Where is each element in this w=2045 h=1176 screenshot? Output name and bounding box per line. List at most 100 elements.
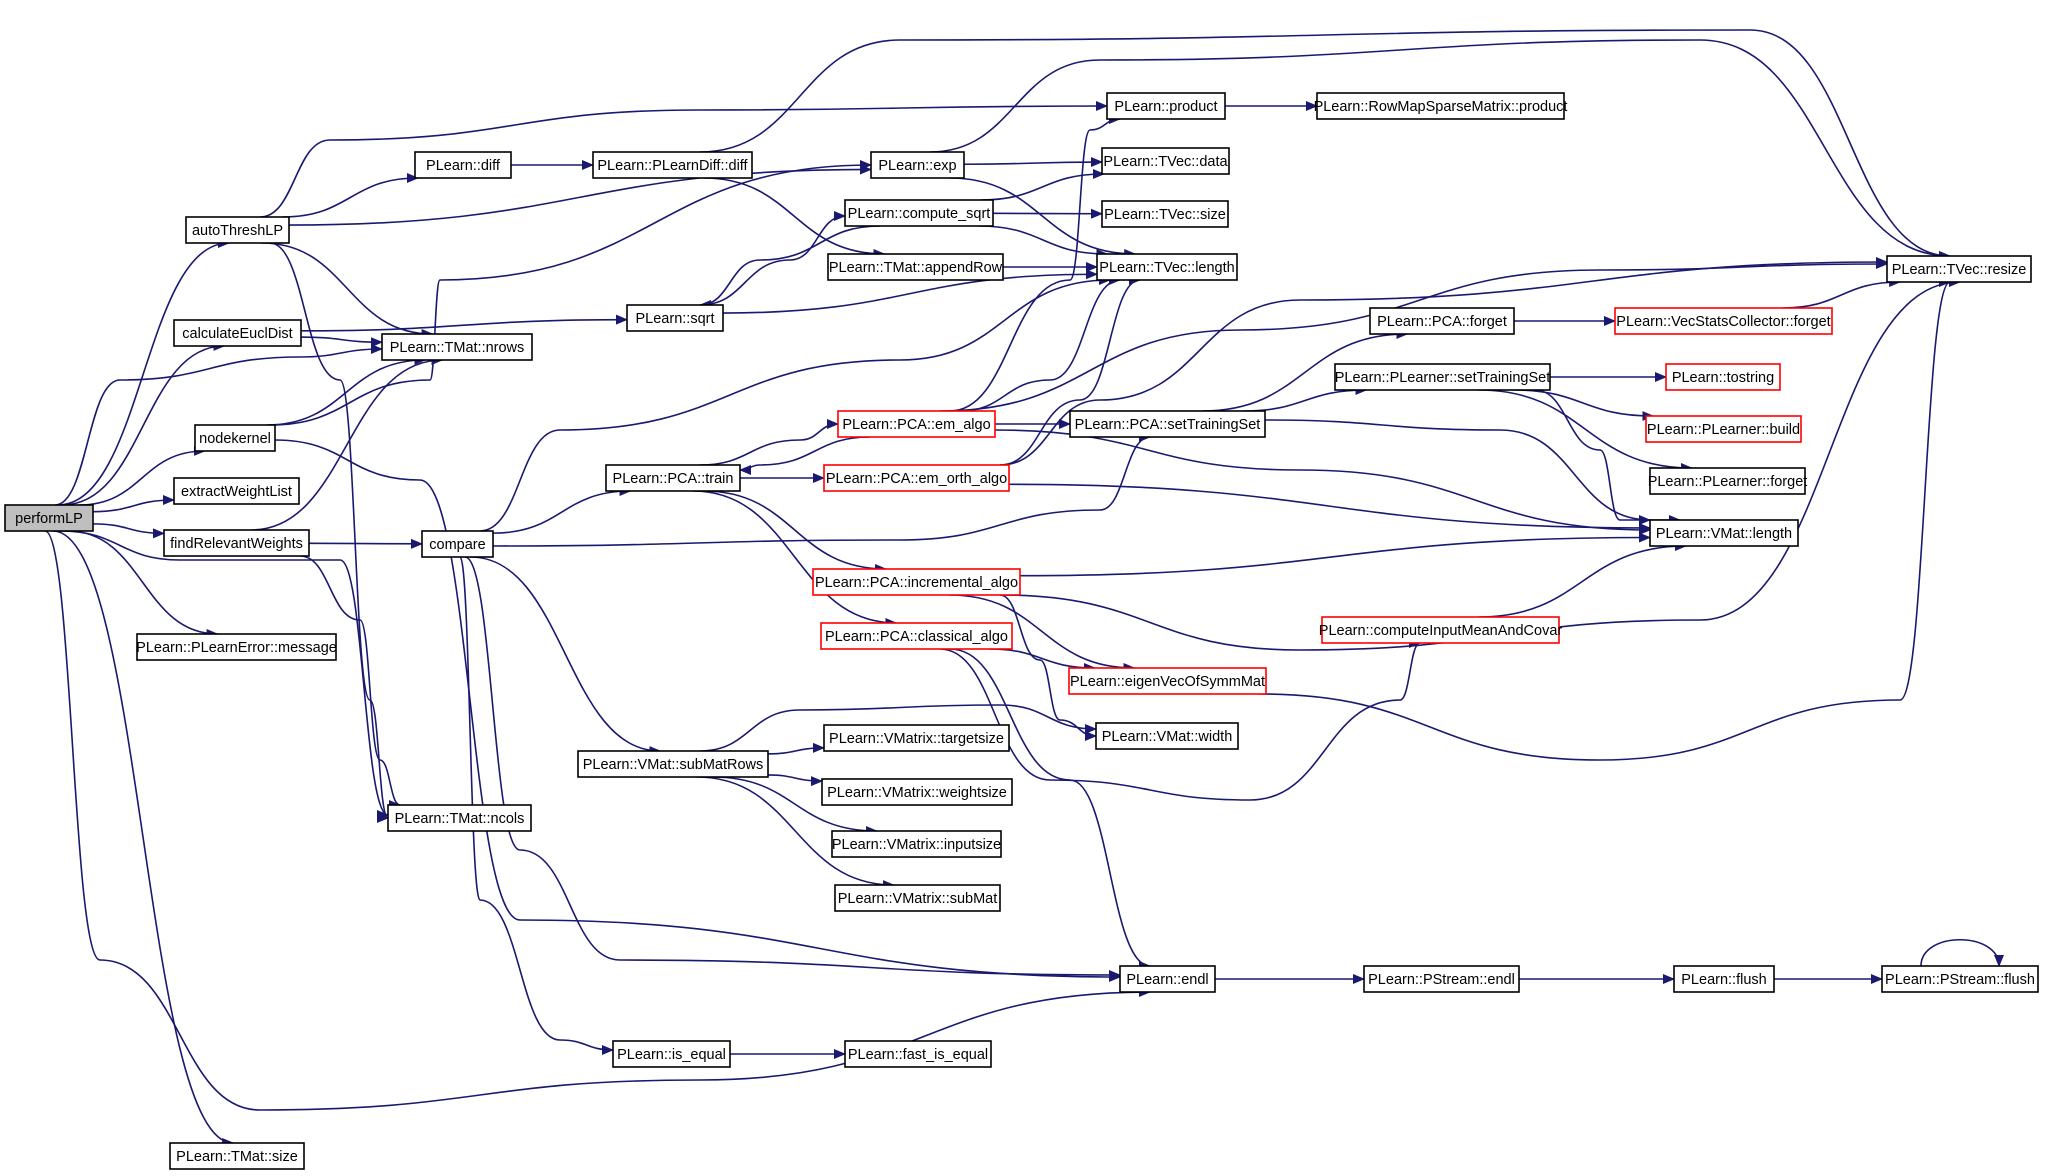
node-pstream_endl[interactable]: PLearn::PStream::endl <box>1363 965 1520 993</box>
node-label: PLearn::PStream::endl <box>1368 972 1515 988</box>
node-setTrainingSet_pl[interactable]: PLearn::PLearner::setTrainingSet <box>1334 363 1551 391</box>
edge-compare-to-subMatRows <box>470 556 662 756</box>
edge-line <box>703 177 886 259</box>
edge-compare-to-train <box>492 486 632 534</box>
node-exp[interactable]: PLearn::exp <box>870 151 965 179</box>
edge-em_algo-to-tvec_resize <box>939 259 1888 412</box>
node-tmat_size[interactable]: PLearn::TMat::size <box>169 1142 305 1170</box>
edge-compute_sqrt-to-tvec_data <box>980 169 1105 201</box>
node-nodekernel[interactable]: nodekernel <box>194 424 276 452</box>
node-tvec_data[interactable]: PLearn::TVec::data <box>1101 147 1230 175</box>
edge-autoThreshLP-to-ncols <box>269 242 389 823</box>
node-train[interactable]: PLearn::PCA::train <box>605 464 741 492</box>
node-setTrainingSet_pca[interactable]: PLearn::PCA::setTrainingSet <box>1069 410 1266 438</box>
node-box <box>1101 147 1230 175</box>
node-tvec_length[interactable]: PLearn::TVec::length <box>1096 253 1238 281</box>
node-weightsize[interactable]: PLearn::VMatrix::weightsize <box>821 778 1013 806</box>
edge-nodekernel-to-nrows <box>266 355 427 426</box>
node-product[interactable]: PLearn::product <box>1106 92 1226 120</box>
node-endl[interactable]: PLearn::endl <box>1119 965 1216 993</box>
node-build[interactable]: PLearn::PLearner::build <box>1645 415 1802 443</box>
node-box <box>821 778 1013 806</box>
edge-exp-to-tvec_resize <box>929 39 1951 261</box>
node-box <box>169 1142 305 1170</box>
node-nrows[interactable]: PLearn::TMat::nrows <box>381 333 533 361</box>
edge-line <box>459 556 614 1055</box>
edge-em_orth_algo-to-vmat_length <box>1008 483 1651 533</box>
node-sqrt[interactable]: PLearn::sqrt <box>626 304 724 332</box>
node-is_equal[interactable]: PLearn::is_equal <box>612 1040 731 1068</box>
node-label: PLearn::sqrt <box>636 311 715 327</box>
node-classical_algo[interactable]: PLearn::PCA::classical_algo <box>820 622 1013 650</box>
node-tvec_size[interactable]: PLearn::TVec::size <box>1101 200 1229 228</box>
node-tostring[interactable]: PLearn::tostring <box>1665 363 1781 391</box>
edge-line <box>79 446 206 506</box>
node-box <box>820 622 1013 650</box>
node-message[interactable]: PLearn::PLearnError::message <box>136 633 337 661</box>
node-label: PLearn::eigenVecOfSymmMat <box>1070 674 1265 690</box>
node-tvec_resize[interactable]: PLearn::TVec::resize <box>1886 255 2032 283</box>
node-computeInputMeanAndCovar[interactable]: PLearn::computeInputMeanAndCovar <box>1319 616 1563 644</box>
edge-line <box>269 242 389 823</box>
edge-line <box>699 29 1951 261</box>
edge-computeInputMeanAndCovar-to-vmat_length <box>1478 541 1688 618</box>
edge-classical_algo-to-eigenVec <box>989 648 1096 673</box>
node-subMat[interactable]: PLearn::VMatrix::subMat <box>834 884 1001 912</box>
edge-line <box>492 486 632 534</box>
edge-incremental_algo-to-vmat_width <box>999 594 1097 741</box>
edge-line <box>1259 277 1951 761</box>
node-box <box>136 633 337 661</box>
node-extractWeightList[interactable]: extractWeightList <box>173 477 300 505</box>
edge-incremental_algo-to-eigenVec <box>949 594 1136 673</box>
node-label: PLearn::VMat::subMatRows <box>583 757 764 773</box>
node-appendRow[interactable]: PLearn::TMat::appendRow <box>827 253 1004 281</box>
node-vmat_length[interactable]: PLearn::VMat::length <box>1649 519 1799 547</box>
node-findRelevantWeights[interactable]: findRelevantWeights <box>163 529 310 557</box>
node-fast_is_equal[interactable]: PLearn::fast_is_equal <box>844 1040 992 1068</box>
node-pldiff[interactable]: PLearn::PLearnDiff::diff <box>592 151 753 179</box>
edge-line <box>288 164 872 226</box>
edges-layer <box>44 29 2004 1148</box>
node-calculateEuclDist[interactable]: calculateEuclDist <box>173 319 302 347</box>
node-rmsm_product[interactable]: PLearn::RowMapSparseMatrix::product <box>1314 92 1568 120</box>
edge-line <box>949 648 1151 971</box>
edge-performLP-to-nodekernel <box>79 446 206 506</box>
node-eigenVec[interactable]: PLearn::eigenVecOfSymmMat <box>1068 667 1267 695</box>
node-vsc_forget[interactable]: PLearn::VecStatsCollector::forget <box>1614 307 1833 335</box>
node-box <box>1886 255 2032 283</box>
edge-line <box>1478 541 1688 618</box>
node-em_orth_algo[interactable]: PLearn::PCA::em_orth_algo <box>823 464 1010 492</box>
edge-line <box>308 538 423 549</box>
node-label: PLearn::PLearner::forget <box>1648 474 1808 490</box>
node-pca_forget[interactable]: PLearn::PCA::forget <box>1369 307 1515 335</box>
node-incremental_algo[interactable]: PLearn::PCA::incremental_algo <box>812 568 1021 596</box>
edge-setTrainingSet_pl-to-vmat_length <box>1534 389 1681 525</box>
node-vmat_width[interactable]: PLearn::VMat::width <box>1095 722 1239 750</box>
node-box <box>1096 253 1238 281</box>
node-performLP[interactable]: performLP <box>4 504 94 532</box>
node-subMatRows[interactable]: PLearn::VMat::subMatRows <box>577 750 769 778</box>
node-flush[interactable]: PLearn::flush <box>1673 965 1775 993</box>
node-compute_sqrt[interactable]: PLearn::compute_sqrt <box>844 199 994 227</box>
edge-compute_sqrt-to-sqrt <box>699 225 881 310</box>
node-label: PLearn::PCA::train <box>613 471 734 487</box>
edge-em_algo-to-train <box>739 436 871 475</box>
node-label: PLearn::TVec::data <box>1103 154 1228 170</box>
node-pstream_flush[interactable]: PLearn::PStream::flush <box>1881 965 2039 993</box>
edge-line <box>57 238 230 506</box>
node-ncols[interactable]: PLearn::TMat::ncols <box>387 804 532 832</box>
edge-line <box>699 704 1097 752</box>
edge-line <box>999 257 1888 466</box>
node-targetsize[interactable]: PLearn::VMatrix::targetsize <box>823 724 1010 752</box>
node-box <box>592 151 753 179</box>
node-inputsize[interactable]: PLearn::VMatrix::inputsize <box>831 830 1002 858</box>
node-diff[interactable]: PLearn::diff <box>414 151 512 179</box>
node-pl_forget[interactable]: PLearn::PLearner::forget <box>1648 467 1808 495</box>
node-em_algo[interactable]: PLearn::PCA::em_algo <box>837 410 996 438</box>
node-autoThreshLP[interactable]: autoThreshLP <box>185 216 290 244</box>
edge-subMatRows-to-inputsize <box>712 776 878 836</box>
node-label: calculateEuclDist <box>182 326 292 342</box>
edge-compare-to-tvec_length <box>479 275 1111 532</box>
node-compare[interactable]: compare <box>421 530 494 558</box>
